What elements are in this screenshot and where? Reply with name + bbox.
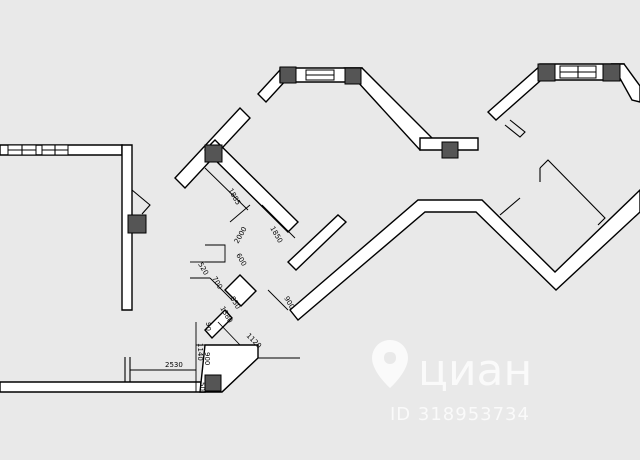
column [204,144,223,163]
right-wing [486,63,640,226]
dim-label: 2530 [165,361,183,369]
dim-label: 1850 [268,225,284,244]
central-lower-wall [224,274,257,307]
dim-label: 1885 [226,187,242,206]
central-walls [174,106,348,393]
column [441,141,459,159]
left-windows [7,144,69,156]
right-wing-inner [504,119,526,138]
column [127,214,147,234]
left-bottom-wall [0,381,206,393]
left-room-walls [0,144,206,393]
column [602,63,621,82]
left-right-wall [121,144,133,311]
dim-label: 900 [203,352,211,365]
watermark-brand: циан [418,345,532,396]
central-diagonal-wall [204,139,299,233]
right-inner-partition [539,159,606,226]
dim-label: 600 [234,252,248,268]
location-pin-icon [372,340,408,388]
column [279,66,297,84]
column [537,63,556,82]
dim-label: 2000 [233,226,249,245]
zigzag-wall-body [289,189,640,322]
dim-label: 520 [196,261,210,277]
central-right-wall [286,214,348,271]
watermark: циан ID 318953734 [372,340,532,425]
watermark-id: ID 318953734 [390,404,530,425]
column [204,374,222,392]
dim-label: 50 [198,382,206,391]
corridor-wall [204,308,233,340]
zigzag-wall [289,189,640,322]
dim-label: 90 [204,322,212,331]
dim-label: 700 [210,275,224,291]
left-wall-bend [131,189,151,215]
dim-label: 1140 [196,343,204,361]
column [344,67,362,85]
dimension-lines [130,167,296,392]
